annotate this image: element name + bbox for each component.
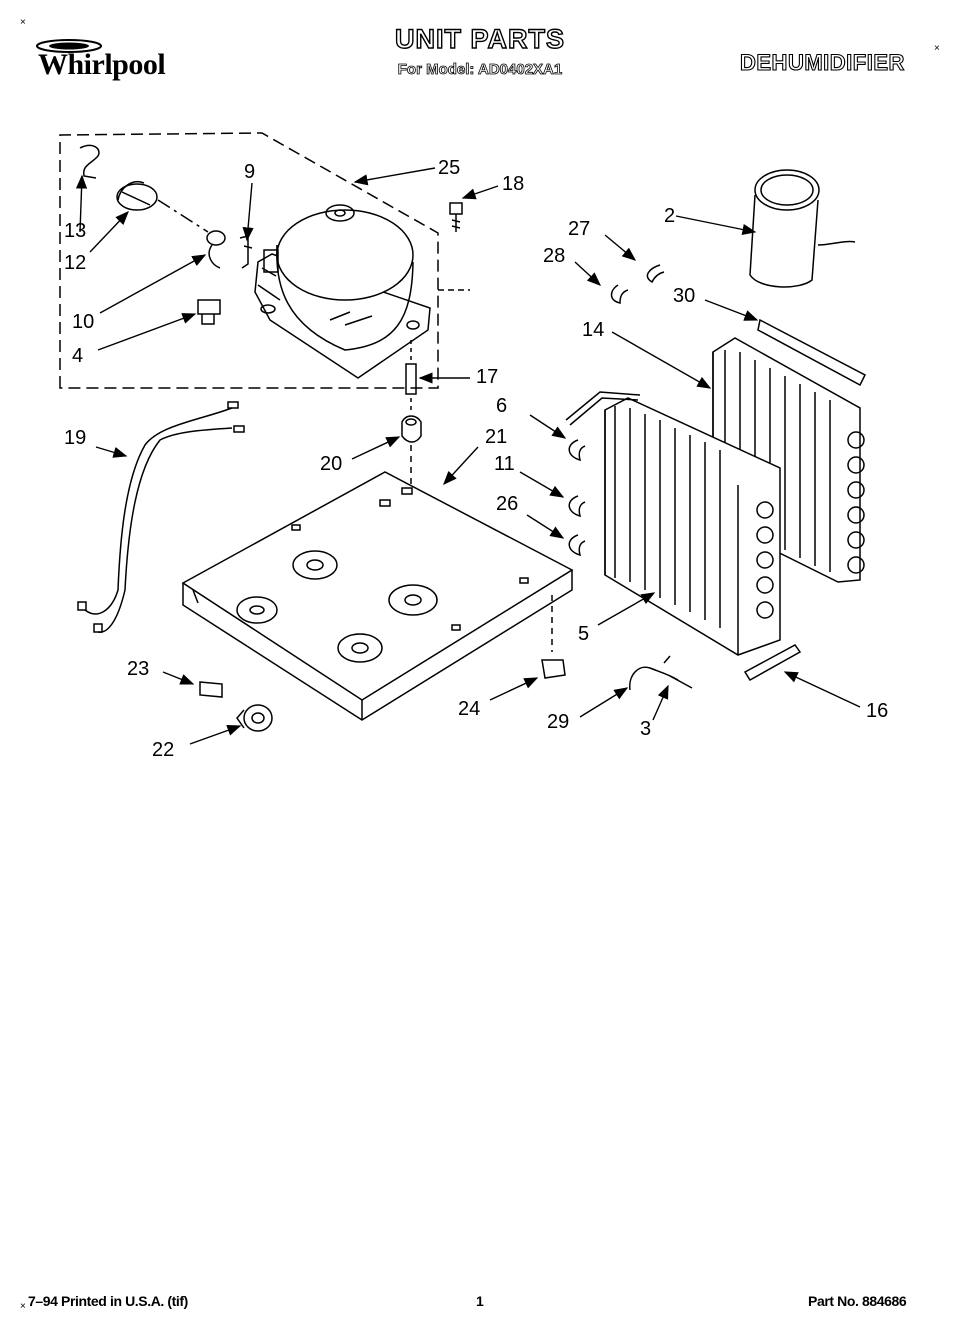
wire-harness — [84, 407, 233, 615]
model-line: For Model: AD0402XA1 — [397, 61, 563, 79]
callout-22: 22 — [152, 739, 174, 761]
capillary-tube — [629, 666, 679, 691]
callout-19: 19 — [64, 427, 86, 449]
retainer-clip — [239, 235, 253, 269]
page-title: UNIT PARTS — [394, 23, 565, 54]
clip-27 — [646, 264, 665, 284]
callout-10: 10 — [72, 311, 94, 333]
callout-23: 23 — [127, 658, 149, 680]
bearing — [243, 704, 273, 732]
callout-12: 12 — [64, 252, 86, 274]
callout-20: 20 — [320, 453, 342, 475]
callout-18: 18 — [502, 173, 524, 195]
sleeve — [405, 363, 417, 395]
callout-5: 5 — [578, 623, 589, 645]
callout-16: 16 — [866, 700, 888, 722]
base-pan — [181, 471, 574, 721]
callout-25: 25 — [438, 157, 460, 179]
overload-protector — [206, 230, 226, 246]
corner-mark: × — [20, 17, 26, 28]
clip-28 — [610, 284, 629, 304]
brand-swoosh-icon — [36, 39, 102, 53]
terminal-plug — [197, 299, 221, 315]
callout-30: 30 — [673, 285, 695, 307]
callout-2: 2 — [664, 205, 675, 227]
air-duct — [749, 169, 856, 288]
callout-13: 13 — [64, 220, 86, 242]
clip-6 — [568, 439, 586, 462]
callout-4: 4 — [72, 345, 83, 367]
relay-clip — [79, 144, 100, 179]
exploded-parts-diagram: 2 3 4 5 6 9 10 11 12 13 14 16 17 18 19 2… — [59, 132, 888, 761]
category-mark: × — [934, 43, 940, 54]
compressor-group-outline — [59, 132, 439, 389]
callout-11: 11 — [494, 453, 515, 475]
seal-strip-top — [757, 318, 866, 387]
part-number: Part No. 884686 — [808, 1293, 907, 1309]
grommet — [401, 415, 422, 443]
seal-strip-bottom — [743, 644, 802, 682]
condenser-coil — [565, 391, 781, 656]
print-info: 7–94 Printed in U.S.A. (tif) — [28, 1293, 188, 1309]
clip-11 — [568, 495, 586, 518]
callout-14: 14 — [582, 319, 604, 341]
callout-9: 9 — [244, 161, 255, 183]
leveling-foot — [541, 659, 566, 679]
brand-logo: Whirlpool — [38, 48, 166, 81]
category-label: DEHUMIDIFIER — [739, 49, 905, 75]
callout-29: 29 — [547, 711, 569, 733]
callout-24: 24 — [458, 698, 480, 720]
relay-cover — [116, 183, 158, 211]
compressor — [254, 204, 431, 379]
callout-26: 26 — [496, 493, 518, 515]
page-number: 1 — [476, 1293, 484, 1309]
callout-6: 6 — [496, 395, 507, 417]
callout-17: 17 — [476, 366, 498, 388]
callout-28: 28 — [543, 245, 565, 267]
callout-27: 27 — [568, 218, 590, 240]
clip-26 — [568, 534, 586, 557]
screw — [449, 202, 463, 232]
callout-3: 3 — [640, 718, 651, 740]
footer-mark: × — [20, 1301, 26, 1312]
bushing — [199, 681, 223, 698]
callout-21: 21 — [485, 426, 507, 448]
